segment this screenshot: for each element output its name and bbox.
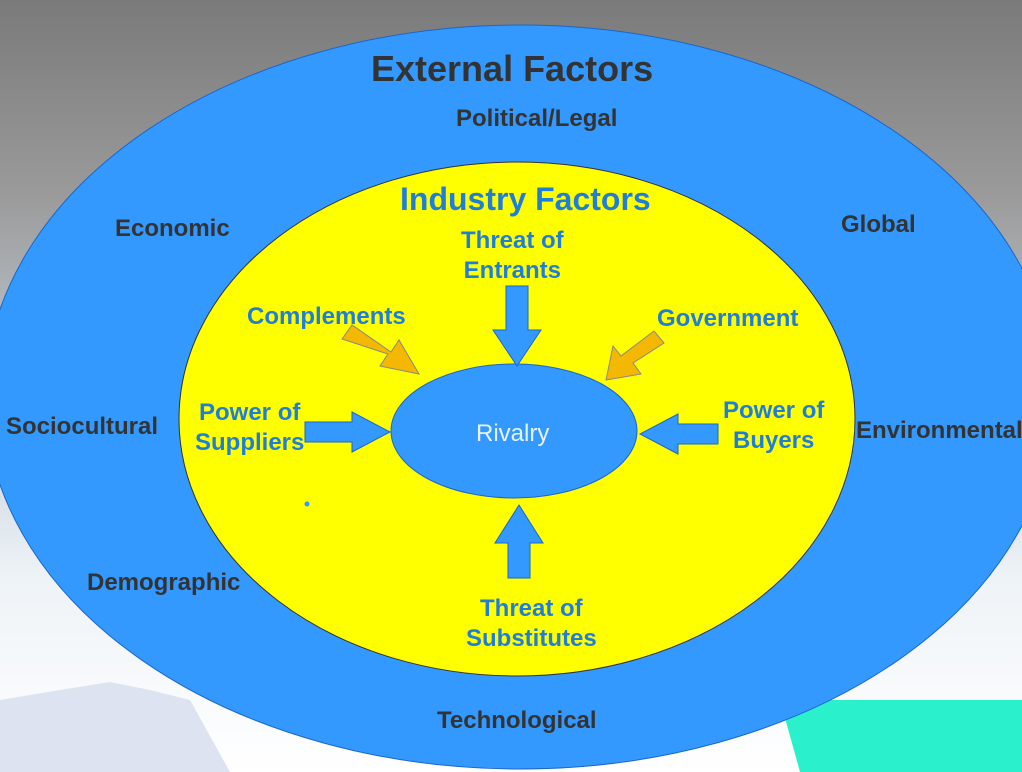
industry-factors-title: Industry Factors [400, 181, 651, 217]
rivalry-ellipse [390, 363, 638, 499]
stray-dot [304, 501, 310, 507]
suppliers-arrow [304, 411, 392, 453]
suppliers-line-1: Power of [199, 399, 301, 426]
threat-of-entrants-label: Threat of Entrants [461, 226, 564, 286]
global-label: Global [841, 211, 916, 238]
external-factors-title: External Factors [371, 48, 654, 89]
political-legal-label: Political/Legal [456, 105, 618, 132]
sociocultural-label: Sociocultural [6, 413, 159, 440]
buyers-line-1: Power of [723, 397, 825, 424]
entrants-line-2: Entrants [463, 257, 562, 284]
government-arrow [605, 330, 665, 381]
substitutes-arrow [494, 504, 544, 579]
economic-label: Economic [115, 215, 230, 242]
environmental-label: Environmental [856, 417, 1022, 444]
complements-arrow [341, 324, 421, 375]
background-teal-band [780, 700, 1022, 772]
entrants-line-1: Threat of [461, 227, 564, 254]
entrants-arrow [492, 285, 542, 367]
power-of-suppliers-label: Power of Suppliers [195, 398, 304, 458]
power-of-buyers-label: Power of Buyers [723, 396, 824, 456]
buyers-arrow [638, 413, 719, 455]
substitutes-line-2: Substitutes [466, 625, 597, 652]
complements-label: Complements [247, 303, 406, 330]
buyers-line-2: Buyers [732, 427, 815, 454]
technological-label: Technological [437, 707, 597, 734]
government-label: Government [657, 305, 799, 332]
demographic-label: Demographic [87, 569, 241, 596]
rivalry-label: Rivalry [476, 420, 550, 447]
substitutes-line-1: Threat of [480, 595, 583, 622]
suppliers-line-2: Suppliers [195, 429, 305, 456]
threat-of-substitutes-label: Threat of Substitutes [466, 594, 597, 654]
background-mountain-left [0, 682, 230, 772]
